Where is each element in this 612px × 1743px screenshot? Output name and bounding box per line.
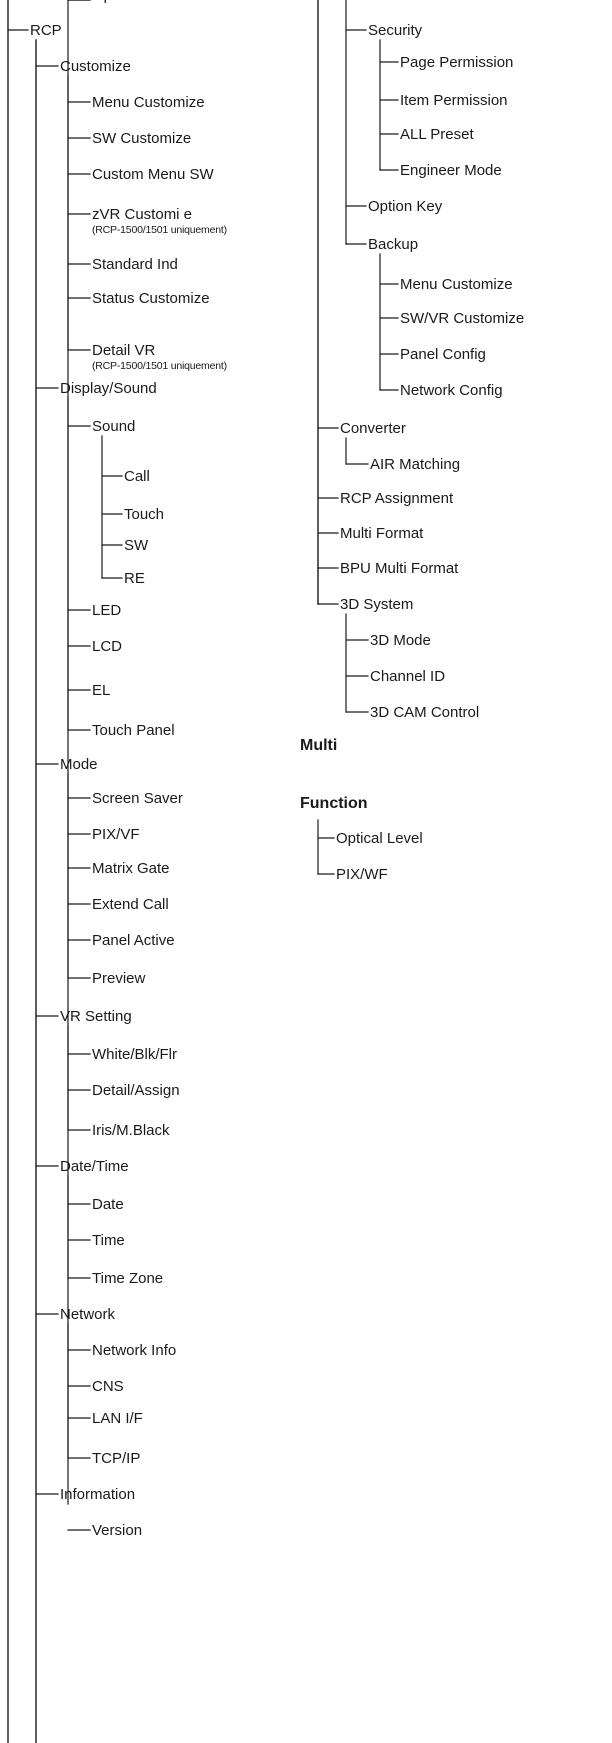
node-channel-id: Channel ID (370, 668, 445, 685)
node-option-key: Option Key (368, 198, 443, 215)
node-date-time: Date/Time (60, 1158, 129, 1175)
node-screen-saver: Screen Saver (92, 790, 183, 807)
node-status-customize: Status Customize (92, 290, 210, 307)
node-mode: Mode (60, 756, 98, 773)
node-iris-m-black: Iris/M.Black (92, 1122, 170, 1139)
node-note: (RCP-1500/1501 uniquement) (92, 360, 227, 372)
node-multi-format: Multi Format (340, 525, 424, 542)
node-pix-vf: PIX/VF (92, 826, 140, 843)
node-3d-system: 3D System (340, 596, 413, 613)
node-sound: Sound (92, 418, 135, 435)
node-time-zone: Time Zone (92, 1270, 163, 1287)
node-custom-menu-sw: Custom Menu SW (92, 166, 215, 183)
node-detail-assign: Detail/Assign (92, 1082, 180, 1099)
node-zvr-customi-e: zVR Customi e (92, 206, 192, 223)
node-matrix-gate: Matrix Gate (92, 860, 170, 877)
node-customize: Customize (60, 58, 131, 75)
node-preview: Preview (92, 970, 146, 987)
node-network-config: Network Config (400, 382, 503, 399)
node-sw-customize: SW Customize (92, 130, 191, 147)
node-lcd: LCD (92, 638, 122, 655)
node-led: LED (92, 602, 121, 619)
node-rcp-assignment: RCP Assignment (340, 490, 454, 507)
node-lan-i-f: LAN I/F (92, 1410, 143, 1427)
node-all-preset: ALL Preset (400, 126, 474, 143)
node-display-sound: Display/Sound (60, 380, 157, 397)
node-standard-ind: Standard Ind (92, 256, 178, 273)
node-call: Call (124, 468, 150, 485)
node-backup: Backup (368, 236, 418, 253)
node-menu-customize: Menu Customize (400, 276, 513, 293)
node-white-blk-flr: White/Blk/Flr (92, 1046, 177, 1063)
node-network-info: Network Info (92, 0, 176, 4)
node-panel-active: Panel Active (92, 932, 175, 949)
node-item-permission: Item Permission (400, 92, 508, 109)
node-re: RE (124, 570, 145, 587)
node-touch: Touch (124, 506, 164, 523)
node-page-permission: Page Permission (400, 54, 513, 71)
node-panel-config: Panel Config (400, 346, 486, 363)
node-date: Date (92, 1196, 124, 1213)
node-network: Network (60, 1306, 116, 1323)
node-version: Version (92, 1522, 142, 1539)
node-engineer-mode: Engineer Mode (400, 162, 502, 179)
node-touch-panel: Touch Panel (92, 722, 175, 739)
node-detail-vr: Detail VR (92, 342, 156, 359)
node-note: (RCP-1500/1501 uniquement) (92, 224, 227, 236)
node-information: Information (60, 1486, 135, 1503)
node-option-info: Option Info (92, 0, 165, 4)
node-bpu-multi-format: BPU Multi Format (340, 560, 459, 577)
node-security: Security (368, 22, 423, 39)
heading-multi: Multi (300, 737, 337, 754)
node-rcp: RCP (30, 22, 62, 39)
node-extend-call: Extend Call (92, 896, 169, 913)
node-air-matching: AIR Matching (370, 456, 460, 473)
node-cns: CNS (92, 1378, 124, 1395)
node-time: Time (92, 1232, 125, 1249)
node-network-info: Network Info (92, 1342, 176, 1359)
node-optical-level: Optical Level (336, 830, 423, 847)
node-sw-vr-customize: SW/VR Customize (400, 310, 524, 327)
node-3d-mode: 3D Mode (370, 632, 431, 649)
node-el: EL (92, 682, 110, 699)
node-pix-wf: PIX/WF (336, 866, 388, 883)
node-vr-setting: VR Setting (60, 1008, 132, 1025)
node-3d-cam-control: 3D CAM Control (370, 704, 479, 721)
heading-function: Function (300, 795, 368, 812)
node-menu-customize: Menu Customize (92, 94, 205, 111)
node-sw: SW (124, 537, 149, 554)
node-converter: Converter (340, 420, 406, 437)
node-tcp-ip: TCP/IP (92, 1450, 140, 1467)
